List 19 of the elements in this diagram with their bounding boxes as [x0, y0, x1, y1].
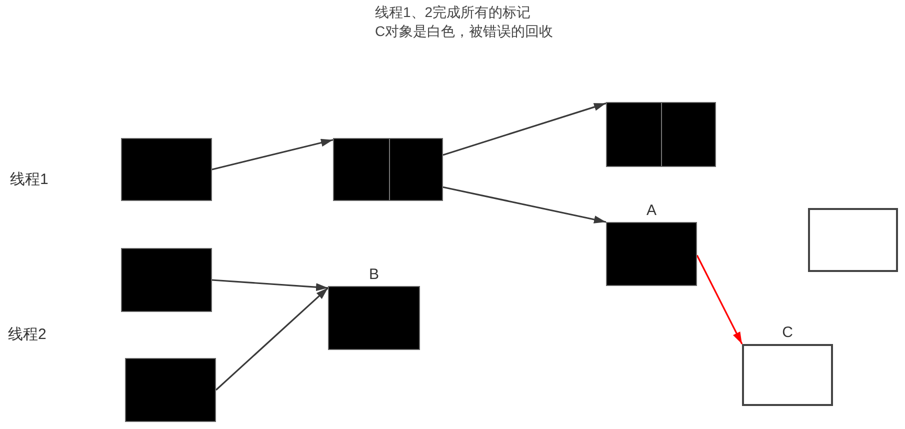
- arrow: [212, 279, 328, 292]
- object-label: C: [782, 323, 793, 343]
- note-text: 线程1: [10, 170, 48, 190]
- object-label: B: [368, 265, 379, 285]
- object-box: [808, 208, 898, 272]
- arrow: [215, 287, 329, 391]
- object-box: [125, 358, 216, 422]
- arrow: [696, 254, 743, 344]
- note-text: 线程2: [8, 325, 46, 345]
- note-text: C对象是白色，被错误的回收: [375, 22, 554, 41]
- object-box: [333, 138, 443, 201]
- object-label: A: [646, 201, 656, 221]
- object-box: [121, 138, 212, 201]
- arrow: [442, 102, 606, 156]
- note-text: 线程1、2完成所有的标记: [375, 3, 531, 22]
- object-box: [121, 248, 212, 312]
- arrow: [212, 138, 334, 170]
- arrow: [442, 186, 606, 224]
- object-box: [606, 102, 716, 167]
